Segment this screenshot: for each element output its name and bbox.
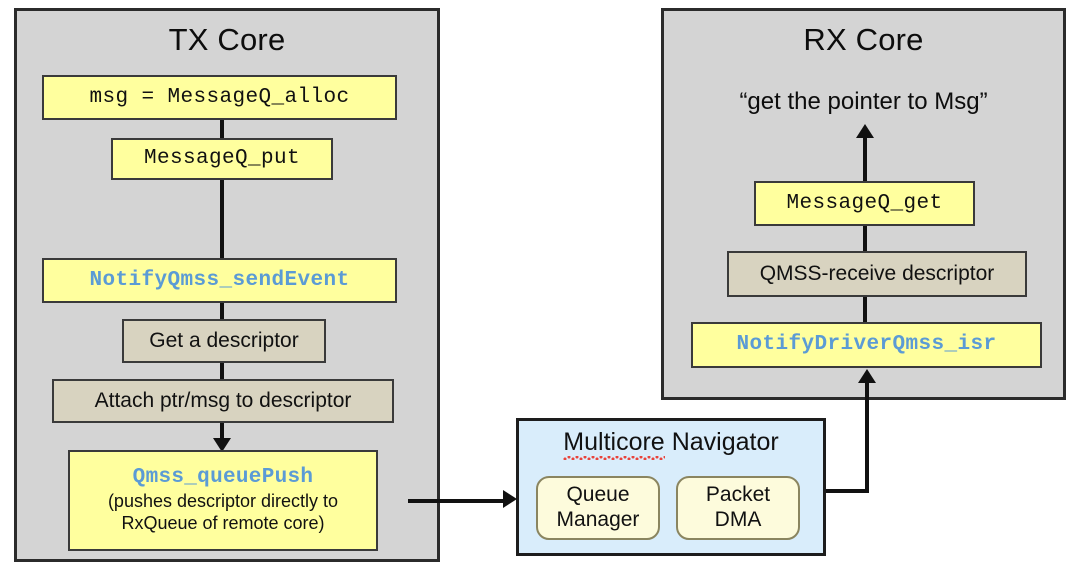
rx-step-messageq-get-label: MessageQ_get <box>786 191 943 215</box>
rx-step-qmss-receive-descriptor-label: QMSS-receive descriptor <box>759 262 995 286</box>
tx-core-title: TX Core <box>168 22 286 57</box>
multicore-navigator-title-word1: Multicore <box>563 428 666 460</box>
arrow-navigator-to-rx-icon <box>858 369 876 383</box>
tx-step-qmss-queuepush-note-line2: RxQueue of remote core) <box>121 513 325 534</box>
tx-step-get-descriptor-label: Get a descriptor <box>149 329 299 353</box>
navigator-block-packet-dma-line2: DMA <box>714 508 762 531</box>
tx-connector-2 <box>220 178 224 260</box>
rx-connector-3 <box>863 296 867 323</box>
tx-step-qmss-queuepush: Qmss_queuePush (pushes descriptor direct… <box>68 450 378 551</box>
rx-connector-1 <box>863 136 867 182</box>
arrow-navigator-to-rx-horizontal <box>826 489 869 493</box>
tx-step-msg-alloc: msg = MessageQ_alloc <box>42 75 397 120</box>
rx-step-notifydriverqmss-isr-label: NotifyDriverQmss_isr <box>736 333 997 357</box>
rx-core-title: RX Core <box>803 22 924 57</box>
rx-step-qmss-receive-descriptor: QMSS-receive descriptor <box>727 251 1027 297</box>
rx-arrow-to-caption-icon <box>856 124 874 138</box>
tx-step-get-descriptor: Get a descriptor <box>122 319 326 363</box>
tx-connector-4 <box>220 362 224 381</box>
tx-step-notifyqmss-sendevent: NotifyQmss_sendEvent <box>42 258 397 303</box>
rx-connector-2 <box>863 225 867 251</box>
rx-step-messageq-get: MessageQ_get <box>754 181 975 226</box>
tx-connector-5 <box>220 422 224 440</box>
navigator-block-queue-manager-line2: Manager <box>556 508 640 531</box>
multicore-navigator-title-word2: Navigator <box>671 428 779 456</box>
tx-arrow-to-push-icon <box>213 438 231 452</box>
arrow-tx-to-navigator-icon <box>503 490 517 508</box>
tx-step-attach-ptr-label: Attach ptr/msg to descriptor <box>94 389 352 413</box>
tx-step-messageq-put: MessageQ_put <box>111 138 333 180</box>
tx-step-attach-ptr: Attach ptr/msg to descriptor <box>52 379 394 423</box>
arrow-tx-to-navigator-line <box>408 499 504 503</box>
tx-connector-1 <box>220 119 224 141</box>
navigator-block-queue-manager-line1: Queue <box>566 483 630 507</box>
tx-step-notifyqmss-sendevent-label: NotifyQmss_sendEvent <box>89 268 350 292</box>
tx-step-messageq-put-label: MessageQ_put <box>143 147 301 171</box>
tx-step-msg-alloc-label: msg = MessageQ_alloc <box>89 85 350 109</box>
rx-step-notifydriverqmss-isr: NotifyDriverQmss_isr <box>691 322 1042 368</box>
navigator-block-queue-manager: Queue Manager <box>536 476 660 540</box>
rx-core-caption: “get the pointer to Msg” <box>739 88 988 115</box>
arrow-navigator-to-rx-vertical <box>865 382 869 492</box>
navigator-block-packet-dma-line1: Packet <box>705 483 771 507</box>
navigator-block-packet-dma: Packet DMA <box>676 476 800 540</box>
tx-step-qmss-queuepush-note-line1: (pushes descriptor directly to <box>107 491 339 512</box>
tx-connector-3 <box>220 302 224 321</box>
tx-step-qmss-queuepush-api: Qmss_queuePush <box>132 465 314 489</box>
